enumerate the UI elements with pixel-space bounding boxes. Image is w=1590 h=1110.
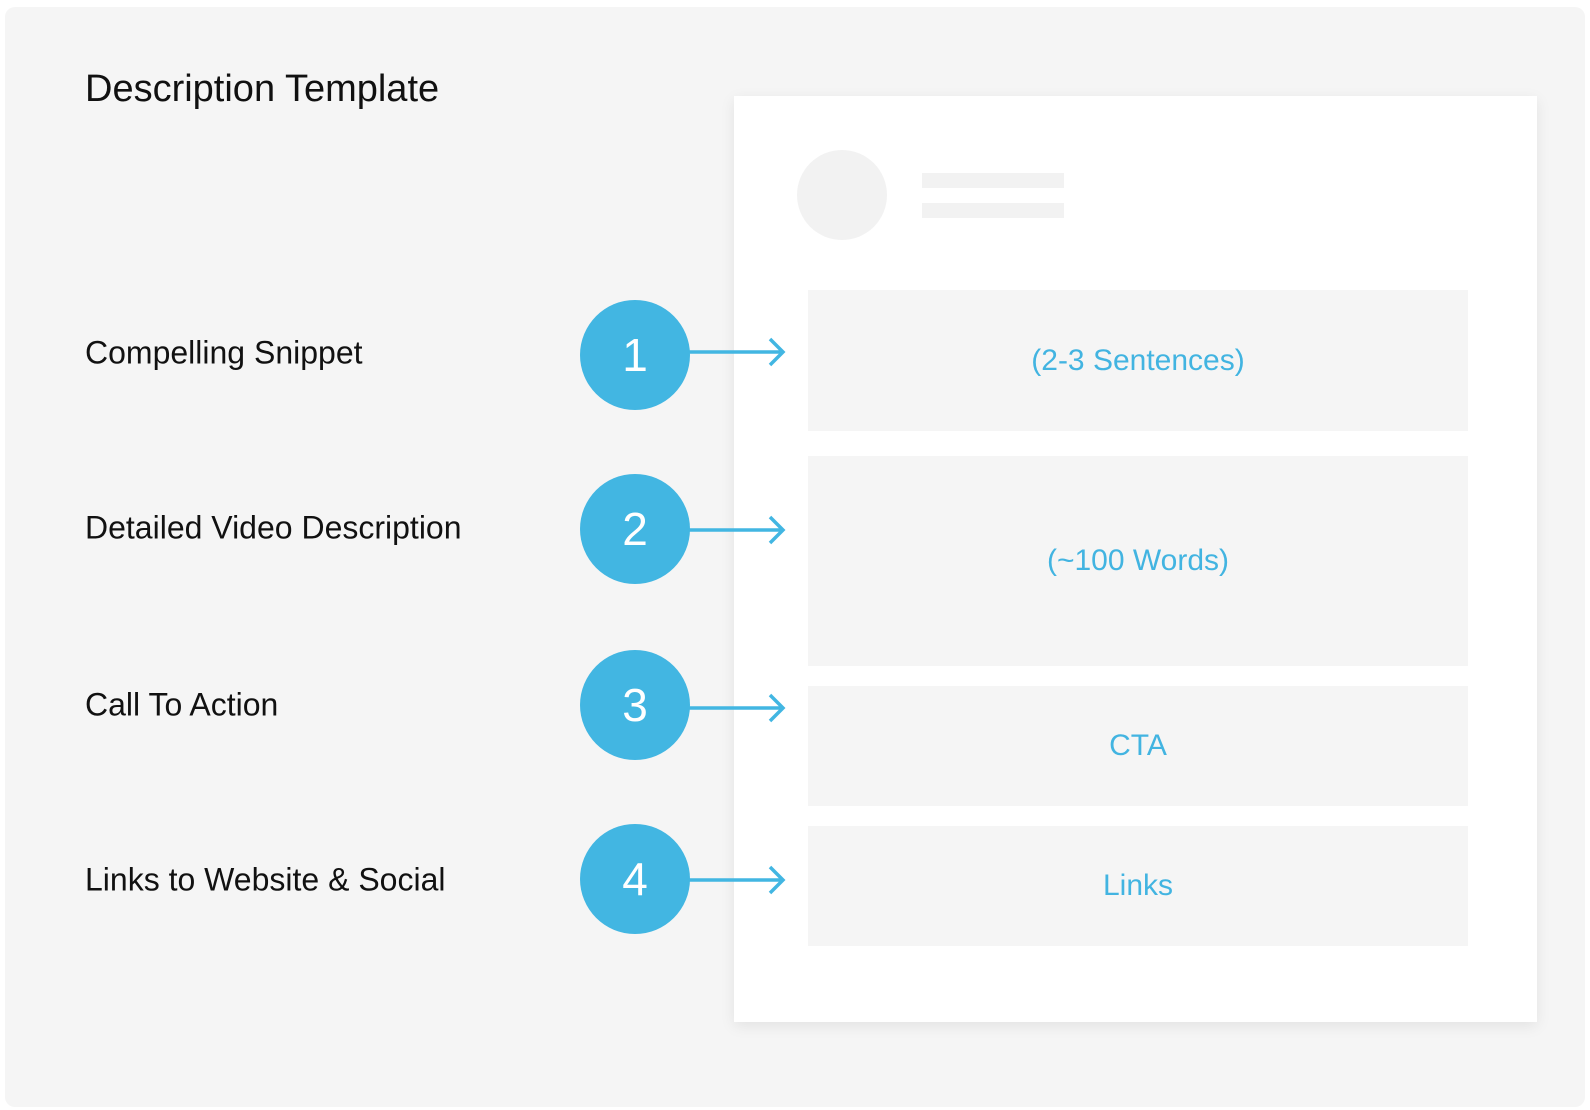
step-label-links: Links to Website & Social — [85, 861, 446, 898]
step-number-badge: 2 — [580, 474, 690, 584]
cta-box: CTA — [808, 686, 1468, 806]
step-number-badge: 1 — [580, 300, 690, 410]
step-label-cta: Call To Action — [85, 686, 279, 723]
description-box: (~100 Words) — [808, 456, 1468, 666]
page-title: Description Template — [85, 68, 440, 110]
step-label-description: Detailed Video Description — [85, 509, 462, 546]
arrow-right-icon — [688, 865, 786, 895]
channel-meta-placeholder — [922, 203, 1064, 218]
cta-box-text: CTA — [1109, 729, 1167, 762]
description-box-text: (~100 Words) — [1046, 544, 1230, 577]
step-label-snippet: Compelling Snippet — [85, 334, 363, 371]
arrow-right-icon — [688, 515, 786, 545]
snippet-box-text: (2-3 Sentences) — [1031, 343, 1245, 377]
snippet-box: (2-3 Sentences) — [808, 290, 1468, 431]
channel-name-placeholder — [922, 173, 1064, 188]
avatar-placeholder — [797, 150, 887, 240]
links-box: Links — [808, 826, 1468, 946]
arrow-right-icon — [688, 693, 786, 723]
step-number-badge: 4 — [580, 824, 690, 934]
step-number-badge: 3 — [580, 650, 690, 760]
arrow-right-icon — [688, 337, 786, 367]
links-box-text: Links — [1102, 869, 1174, 902]
